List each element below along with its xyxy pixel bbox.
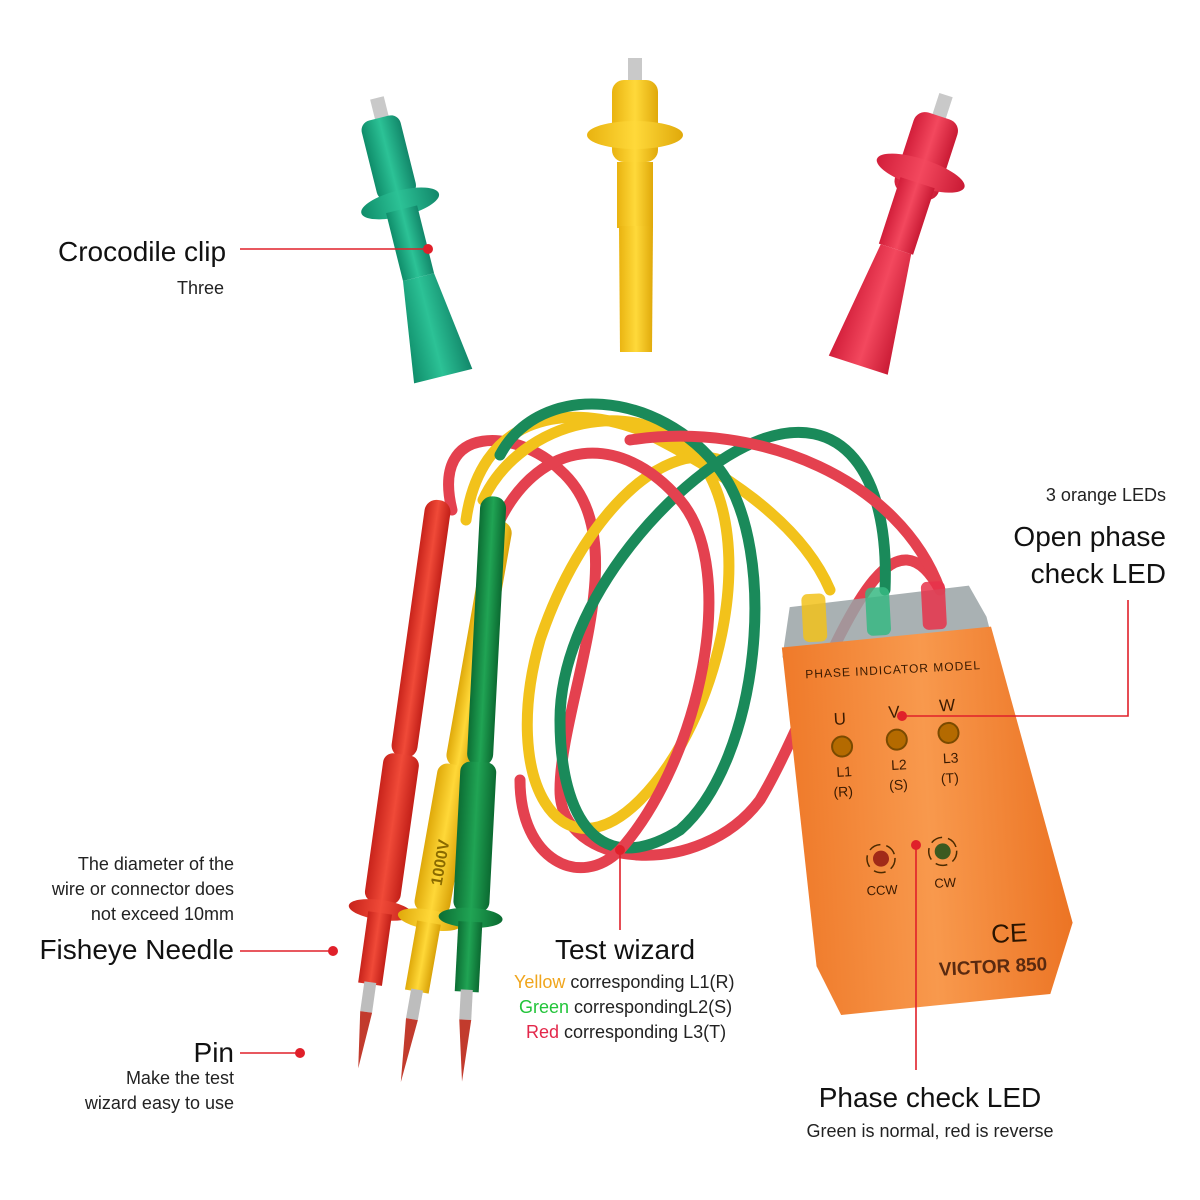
yellow-rest: corresponding L1(R) bbox=[565, 972, 735, 992]
crocodile-clip-count: Three bbox=[177, 278, 225, 298]
device-t-text: (T) bbox=[940, 769, 959, 786]
crocodile-clip-red bbox=[828, 92, 965, 375]
crocodile-clip-yellow bbox=[587, 58, 683, 352]
device-u-text: U bbox=[833, 709, 846, 729]
phase-indicator-device: PHASE INDICATOR MODEL U V W L1 L2 L3 (R)… bbox=[781, 581, 1073, 1015]
pin-title: Pin bbox=[193, 1037, 234, 1068]
green-word: Green bbox=[519, 997, 570, 1017]
diameter-note-line3: not exceed 10mm bbox=[90, 904, 234, 924]
yellow-word: Yellow bbox=[514, 972, 566, 992]
open-phase-title-line1: Open phase bbox=[1013, 521, 1166, 552]
test-wizard-green-line: Green correspondingL2(S) bbox=[519, 996, 732, 1019]
red-rest: corresponding L3(T) bbox=[559, 1022, 727, 1042]
test-wizard-yellow-line: Yellow corresponding L1(R) bbox=[514, 971, 734, 994]
diameter-note-line2: wire or connector does bbox=[51, 879, 234, 899]
test-wizard-red-line: Red corresponding L3(T) bbox=[526, 1021, 726, 1044]
probe-red bbox=[348, 499, 451, 1069]
phase-check-title: Phase check LED bbox=[818, 1082, 1042, 1113]
crocodile-clip-title: Crocodile clip bbox=[58, 236, 227, 267]
fisheye-needle-title: Fisheye Needle bbox=[39, 934, 234, 965]
device-r-text: (R) bbox=[833, 783, 853, 800]
pin-note-line2: wizard easy to use bbox=[84, 1093, 234, 1113]
device-s-text: (S) bbox=[889, 776, 908, 793]
callout-dots bbox=[295, 244, 921, 1058]
device-cw-text: CW bbox=[934, 875, 957, 891]
probe-green bbox=[438, 496, 507, 1082]
device-ccw-text: CCW bbox=[866, 882, 899, 899]
green-rest: correspondingL2(S) bbox=[569, 997, 733, 1017]
callout-lines bbox=[240, 248, 1129, 1070]
device-w-text: W bbox=[939, 696, 956, 716]
device-l1-text: L1 bbox=[836, 763, 853, 780]
open-phase-title-line2: check LED bbox=[1030, 558, 1166, 589]
test-wizard-title: Test wizard bbox=[554, 934, 696, 965]
phase-check-note: Green is normal, red is reverse bbox=[806, 1121, 1054, 1141]
diameter-note-line1: The diameter of the bbox=[77, 854, 234, 874]
red-word: Red bbox=[526, 1022, 560, 1042]
crocodile-clip-green bbox=[361, 96, 473, 384]
device-l3-text: L3 bbox=[942, 749, 959, 766]
device-ce-mark: CE bbox=[990, 917, 1028, 949]
pin-note-line1: Make the test bbox=[125, 1068, 234, 1088]
device-l2-text: L2 bbox=[891, 756, 908, 773]
orange-leds-note: 3 orange LEDs bbox=[1045, 485, 1166, 505]
test-leads bbox=[443, 398, 946, 873]
